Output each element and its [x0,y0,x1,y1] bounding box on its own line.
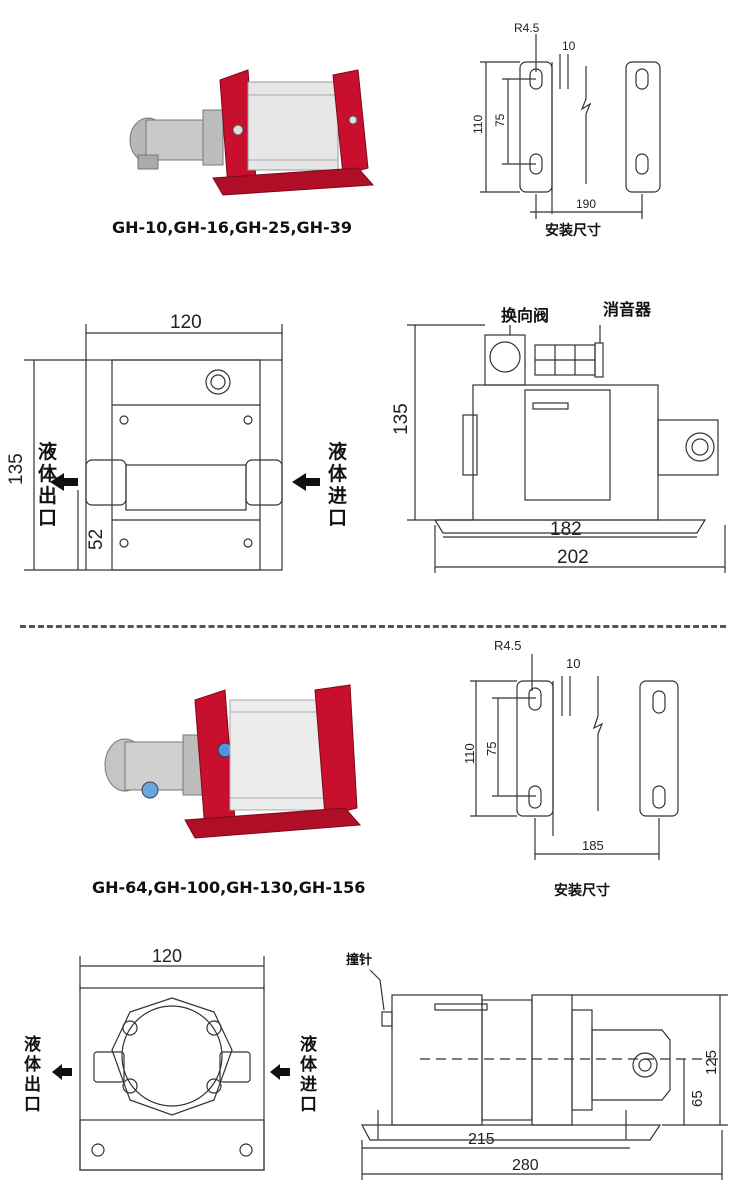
front1-outlet-4: 口 [38,508,57,529]
front1-height-label: 135 [6,453,27,485]
front2-inlet-1: 液 [300,1034,317,1054]
mount1-r-label: R4.5 [514,21,540,35]
front-view-2: 120 液 体 出 口 液 体 进 口 [24,946,318,1171]
side1-outer-label: 202 [557,547,589,568]
model-caption-2: GH-64,GH-100,GH-130,GH-156 [92,878,366,897]
side1-inner-label: 182 [550,519,582,540]
side2-port-height: 65 [689,1090,706,1107]
mount1-height-inner: 75 [493,113,507,127]
side1-muffler-label: 消音器 [603,300,652,319]
front1-width-label: 120 [170,312,202,333]
front2-outlet-1: 液 [24,1034,41,1054]
front2-outlet-3: 出 [24,1074,41,1094]
mount2-r-label: R4.5 [494,638,521,653]
front1-port-height: 52 [86,529,107,550]
front1-outlet-2: 体 [38,462,58,485]
mount2-slot-label: 10 [566,656,580,671]
side-view-2: 撞针 125 65 215 280 [346,952,728,1180]
side2-height-label: 125 [703,1050,720,1075]
mount1-height-outer: 110 [471,115,485,134]
side2-outer-label: 280 [512,1157,539,1174]
mount-caption-2: 安装尺寸 [554,883,610,899]
model-caption-1: GH-10,GH-16,GH-25,GH-39 [112,218,352,237]
side1-valve-label: 换向阀 [501,306,549,325]
front1-inlet-2: 体 [328,462,348,485]
front-view-1: 120 135 52 液 体 出 口 液 体 进 口 [6,312,348,571]
mounting-drawing-2: R4.5 10 110 75 185 [462,638,679,860]
product-photo-2 [95,680,365,840]
mount1-width-label: 190 [576,197,596,211]
side1-height-label: 135 [391,403,412,435]
side2-inner-label: 215 [468,1131,495,1148]
mount-caption-1: 安装尺寸 [545,223,601,239]
front1-inlet-3: 进 [328,485,347,507]
mount1-slot-label: 10 [562,39,576,53]
front2-inlet-4: 口 [300,1095,317,1114]
mount2-height-outer: 110 [462,743,477,764]
front2-width-label: 120 [152,946,182,966]
front2-outlet-4: 口 [24,1095,41,1114]
section-divider [20,625,726,628]
mounting-drawing-1: R4.5 10 110 75 190 [471,21,661,219]
front2-inlet-2: 体 [300,1054,318,1074]
side2-needle-label: 撞针 [346,952,372,968]
mount2-height-inner: 75 [484,742,499,756]
front2-inlet-3: 进 [300,1075,317,1094]
front1-inlet-1: 液 [328,440,348,463]
front2-outlet-2: 体 [24,1054,42,1074]
product-photo-1 [118,60,378,200]
mount2-width-label: 185 [582,838,604,853]
side-view-1: 135 182 202 换向阀 消音器 [391,300,726,573]
front1-outlet-3: 出 [38,484,57,507]
front1-outlet-1: 液 [38,440,58,463]
front1-inlet-4: 口 [328,508,347,529]
